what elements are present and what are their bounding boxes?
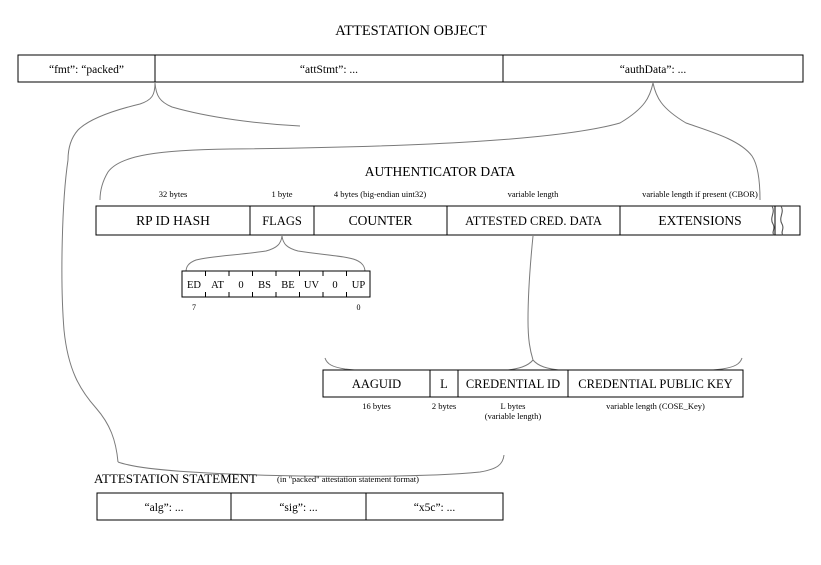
annotation-extensions: variable length if present (CBOR) <box>642 189 758 199</box>
field-authdata[interactable] <box>502 54 804 83</box>
cell-credential-id-label: CREDENTIAL ID <box>466 377 560 391</box>
cell-credential-public-key[interactable] <box>567 369 744 398</box>
connector-authdata-to-authenticator-data <box>99 82 761 201</box>
cell-sig-label: “sig”: ... <box>279 502 317 514</box>
flag-bit-ed: ED <box>187 280 201 291</box>
cell-truncation <box>774 205 801 236</box>
cell-x5c-label: “x5c”: ... <box>414 502 456 514</box>
flags-bits-box: ED AT 0 BS BE UV 0 UP 7 0 <box>181 270 371 312</box>
flag-bit-bs: BS <box>258 280 271 291</box>
connector-attested-cred-data-to-detail <box>324 235 743 374</box>
cell-rp-id-hash[interactable] <box>95 205 251 236</box>
cell-extensions-label: EXTENSIONS <box>658 213 741 228</box>
flag-bit-uv: UV <box>304 280 320 291</box>
field-fmt-label: “fmt”: “packed” <box>49 64 124 76</box>
cell-counter-label: COUNTER <box>349 213 413 228</box>
cell-attested-cred-data-label: ATTESTED CRED. DATA <box>465 214 602 228</box>
field-fmt[interactable] <box>17 54 156 83</box>
cell-flags-label: FLAGS <box>262 214 302 228</box>
authenticator-data-annotations: 32 bytes 1 byte 4 bytes (big-endian uint… <box>159 189 758 199</box>
flag-bit-reserved-1: 0 <box>332 280 337 291</box>
annotation-flags: 1 byte <box>271 189 292 199</box>
annotation-credential-public-key: variable length (COSE_Key) <box>606 401 705 411</box>
cell-sig[interactable] <box>230 492 367 521</box>
cell-aaguid[interactable] <box>322 369 431 398</box>
connector-fmt-curl <box>67 82 156 161</box>
flag-msb-index: 7 <box>192 303 196 312</box>
cell-counter[interactable] <box>313 205 448 236</box>
annotation-rp-id-hash: 32 bytes <box>159 189 188 199</box>
flag-bit-be: BE <box>281 280 294 291</box>
flag-bit-up: UP <box>352 280 366 291</box>
cell-flags[interactable] <box>249 205 315 236</box>
cell-aaguid-label: AAGUID <box>352 377 401 391</box>
annotation-credential-id-2: (variable length) <box>485 411 542 421</box>
annotation-l: 2 bytes <box>432 401 456 411</box>
attestation-statement-heading: ATTESTATION STATEMENT <box>94 471 257 486</box>
cell-x5c[interactable] <box>365 492 504 521</box>
cell-credential-public-key-label: CREDENTIAL PUBLIC KEY <box>578 377 732 391</box>
flag-bit-reserved-5: 0 <box>238 280 243 291</box>
attested-credential-data-row: AAGUID L CREDENTIAL ID CREDENTIAL PUBLIC… <box>322 369 744 421</box>
cell-extensions[interactable] <box>619 205 776 236</box>
cell-rp-id-hash-label: RP ID HASH <box>136 213 210 228</box>
flags-tick-marks <box>205 271 347 297</box>
annotation-counter: 4 bytes (big-endian uint32) <box>334 189 426 199</box>
field-attstmt[interactable] <box>154 54 504 83</box>
attestation-object-row: “fmt”: “packed” “attStmt”: ... “authData… <box>17 54 804 83</box>
authenticator-data-row: RP ID HASH FLAGS COUNTER ATTESTED CRED. … <box>95 205 801 236</box>
annotation-credential-id: L bytes <box>501 401 526 411</box>
flag-bit-at: AT <box>211 280 224 291</box>
annotation-aaguid: 16 bytes <box>362 401 391 411</box>
page-title: ATTESTATION OBJECT <box>335 23 487 39</box>
field-authdata-label: “authData”: ... <box>620 64 687 76</box>
cell-alg-label: “alg”: ... <box>145 502 184 514</box>
connector-flags-to-bits <box>185 235 366 273</box>
attestation-statement-note: (in "packed" attestation statement forma… <box>277 474 419 484</box>
annotation-attested-cred-data: variable length <box>508 189 559 199</box>
cell-l-label: L <box>440 377 448 391</box>
flag-lsb-index: 0 <box>357 303 361 312</box>
attestation-statement-row: “alg”: ... “sig”: ... “x5c”: ... <box>96 492 504 521</box>
authenticator-data-heading: AUTHENTICATOR DATA <box>365 164 516 179</box>
connector-attstmt-to-attestation-statement <box>61 82 505 477</box>
field-attstmt-label: “attStmt”: ... <box>300 64 358 76</box>
